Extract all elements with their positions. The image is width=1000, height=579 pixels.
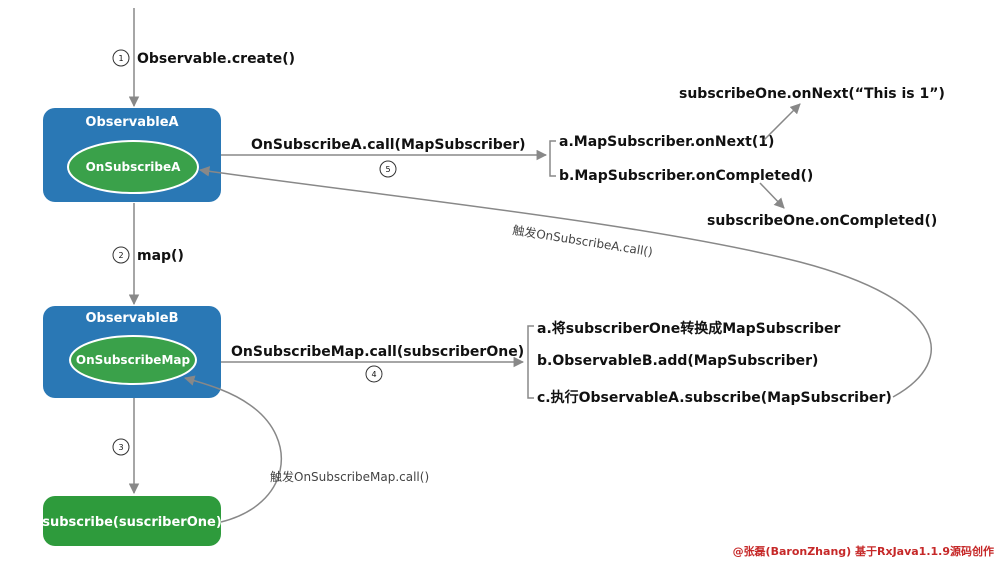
call-a-label: OnSubscribeA.call(MapSubscriber) bbox=[251, 137, 526, 153]
observable-b-node: ObservableB OnSubscribeMap bbox=[43, 306, 221, 398]
observable-b-title: ObservableB bbox=[85, 311, 178, 326]
step-2: 2 bbox=[112, 246, 130, 264]
map-label: map() bbox=[137, 248, 184, 264]
result-onnext: subscribeOne.onNext(“This is 1”) bbox=[679, 86, 945, 102]
svg-text:4: 4 bbox=[371, 370, 376, 379]
svg-text:3: 3 bbox=[118, 443, 123, 452]
step-5: 5 bbox=[379, 160, 397, 178]
credit-text: @张磊(BaronZhang) 基于RxJava1.1.9源码创作 bbox=[733, 544, 994, 558]
trigger-map-label: 触发OnSubscribeMap.call() bbox=[270, 469, 429, 484]
oncompleted-result-arrow bbox=[759, 182, 785, 209]
branch-a-bracket bbox=[549, 140, 556, 177]
call-map-label: OnSubscribeMap.call(subscriberOne) bbox=[231, 344, 524, 360]
branch-b-subscribe: c.执行ObservableA.subscribe(MapSubscriber) bbox=[537, 389, 892, 406]
on-subscribe-a-label: OnSubscribeA bbox=[86, 160, 182, 174]
step-1: 1 bbox=[112, 49, 130, 67]
trigger-a-curve bbox=[198, 166, 932, 398]
step-3: 3 bbox=[112, 438, 130, 456]
branch-b-add: b.ObservableB.add(MapSubscriber) bbox=[537, 353, 818, 369]
branch-b-convert: a.将subscriberOne转换成MapSubscriber bbox=[537, 320, 841, 337]
svg-text:2: 2 bbox=[118, 251, 123, 260]
observable-a-title: ObservableA bbox=[85, 115, 178, 130]
branch-b-bracket bbox=[527, 325, 534, 399]
observable-a-node: ObservableA OnSubscribeA bbox=[43, 108, 221, 202]
subscribe-label: subscribe(suscriberOne) bbox=[42, 515, 222, 530]
subscribe-node: subscribe(suscriberOne) bbox=[42, 496, 222, 546]
onnext-result-arrow bbox=[763, 103, 801, 141]
create-label: Observable.create() bbox=[137, 51, 295, 67]
svg-text:1: 1 bbox=[118, 54, 123, 63]
branch-a-oncompleted: b.MapSubscriber.onCompleted() bbox=[559, 168, 813, 184]
result-oncompleted: subscribeOne.onCompleted() bbox=[707, 213, 937, 229]
trigger-a-label: 触发OnSubscribeA.call() bbox=[512, 222, 654, 259]
trigger-map-curve bbox=[183, 375, 283, 523]
step-4: 4 bbox=[365, 365, 383, 383]
on-subscribe-map-label: OnSubscribeMap bbox=[76, 353, 191, 367]
branch-a-onnext: a.MapSubscriber.onNext(1) bbox=[559, 134, 774, 150]
svg-text:5: 5 bbox=[385, 165, 390, 174]
